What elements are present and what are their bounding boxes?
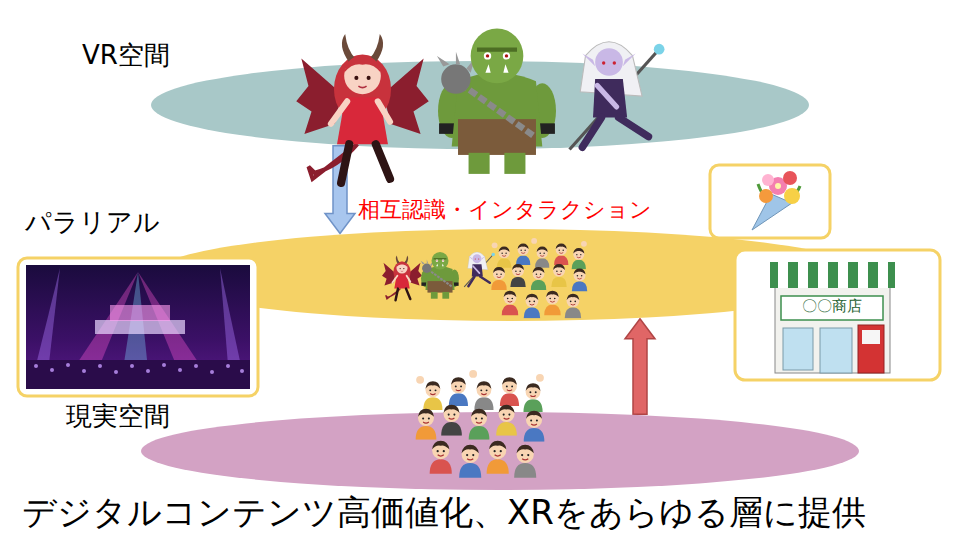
concert-panel-part-part [98,364,102,368]
band-heading: パラリアル [25,207,160,238]
annotation-text: 相互認識・インタラクション [358,196,652,225]
real-crowd [416,370,545,478]
caption-wrap: デジタルコンテンツ高価値化、XRをあらゆる層に提供 [22,492,866,533]
shop-panel-part-part [838,262,848,288]
concert-panel-part-part [178,368,182,372]
shop-panel-part [770,262,895,288]
bouquet-panel-part [710,165,830,238]
concert-panel [18,258,258,396]
heading-wrap: パラリアル [25,207,160,238]
label-wrap: 〇〇商店 [781,297,883,317]
vr-characters [296,29,664,183]
concert-panel-part-part [82,369,86,373]
concert-panel-part-part [162,363,166,367]
bouquet-panel [710,165,830,238]
shop-panel-part-part [878,262,888,288]
bouquet-panel-part [783,171,797,185]
parareal-figures [382,238,587,318]
bouquet-panel-part [775,183,781,189]
concert-panel-part-part [210,370,214,374]
concert-panel-part-part [66,363,70,367]
shop-panel-part-part [818,262,828,288]
shop-panel-part-part [798,262,808,288]
bouquet-panel-part [759,189,773,203]
shop-panel-part [783,328,813,370]
concert-panel-part [95,320,185,334]
concert-panel-part-part [194,364,198,368]
bouquet-panel-part [784,188,800,204]
concert-panel-part-part [146,369,150,373]
block-arrow [625,319,655,414]
shop-panel-part [775,285,890,373]
shop-panel-part [781,296,883,320]
concert-panel-part [26,360,250,389]
concert-panel-part-part [114,370,118,374]
shop-panel-part [858,325,884,373]
concert-panel-part-part [34,364,38,368]
heading-wrap: 現実空間 [66,401,170,432]
orc-figure [421,252,459,299]
caption-text: デジタルコンテンツ高価値化、XRをあらゆる層に提供 [22,492,866,533]
heading-wrap: VR空間 [82,40,170,71]
devil-figure [382,255,422,300]
bouquet-panel-part [762,174,774,186]
concert-panel-part [18,258,258,396]
shop-panel-part [735,250,940,380]
concert-panel-part-part [130,364,134,368]
concert-panel-part [110,305,170,321]
shop-panel [735,250,940,380]
shop-panel-part-part [858,262,868,288]
concert-panel-part-part [226,364,230,368]
label-wrap: 相互認識・インタラクション [358,196,652,225]
orc-figure [437,29,556,174]
shop-panel-part [862,330,880,344]
devil-figure [296,34,429,183]
shop-panel-part [820,328,852,373]
shop-panel-part [778,262,888,288]
band-heading: VR空間 [82,40,170,71]
concert-panel-part [34,363,244,374]
elf-figure [570,42,665,150]
shop-panel-part-part [778,262,788,288]
band-heading: 現実空間 [66,401,170,432]
concert-panel-part [26,265,250,389]
elf-figure [464,252,495,287]
concert-panel-part-part [240,369,244,373]
concert-panel-part-part [50,368,54,372]
crowd-figure [416,370,545,478]
crowd-figure [491,238,587,318]
shop-sign-text: 〇〇商店 [781,297,883,317]
